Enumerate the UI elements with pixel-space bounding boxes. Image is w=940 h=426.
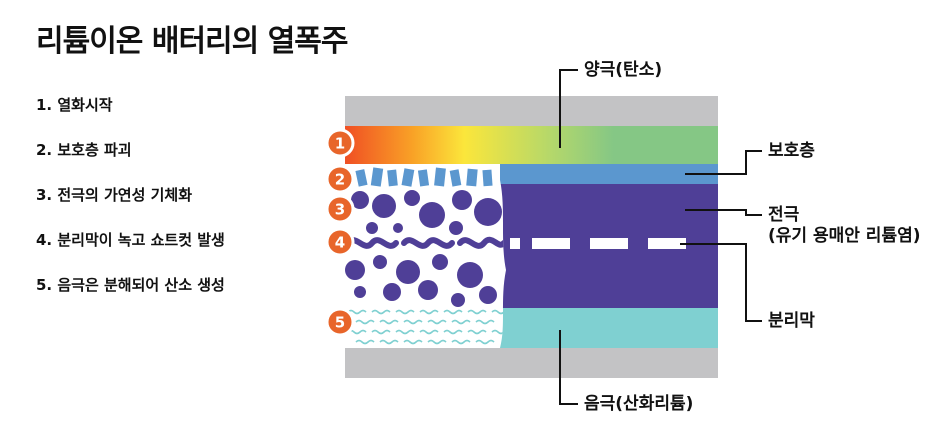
marker-5: 5: [325, 307, 355, 337]
protective-fragments: [355, 167, 493, 187]
marker-3-number: 3: [335, 201, 345, 219]
battery-casing-top: [345, 96, 718, 126]
separator-callout-line: [680, 243, 762, 322]
oxygen-squiggles: [347, 309, 505, 345]
marker-2: 2: [325, 164, 355, 194]
step-list: 1. 열화시작 2. 보호층 파괴 3. 전극의 가연성 기체화 4. 분리막이…: [36, 94, 225, 319]
step-item-1: 1. 열화시작: [36, 96, 113, 114]
marker-4-number: 4: [335, 234, 345, 252]
step-item-5: 5. 음극은 분해되어 산소 생성: [36, 276, 225, 294]
marker-1-number: 1: [335, 135, 345, 153]
anode-callout-line: [559, 69, 578, 148]
page-title: 리튬이온 배터리의 열폭주: [36, 24, 348, 59]
callout-lines: [559, 69, 762, 405]
separator-dashes: [510, 238, 686, 249]
melted-separator: [345, 236, 506, 249]
marker-2-number: 2: [335, 171, 345, 189]
battery-casing-bottom: [345, 348, 718, 378]
marker-5-number: 5: [335, 314, 345, 332]
protective-callout-line: [685, 150, 762, 175]
protective-layer: [500, 164, 718, 184]
electrode-callout-line: [685, 209, 762, 216]
marker-3: 3: [325, 194, 355, 224]
marker-4: 4: [325, 227, 355, 257]
electrode-label-line1: 전극: [768, 205, 800, 225]
cathode-label: 음극(산화리튬): [584, 394, 694, 414]
step-item-3: 3. 전극의 가연성 기체화: [36, 186, 193, 204]
anode-layer: [345, 126, 718, 164]
damaged-zone: [345, 164, 506, 348]
anode-label: 양극(탄소): [584, 60, 663, 80]
marker-1: 1: [325, 128, 355, 158]
gas-bubbles: [345, 190, 502, 307]
cathode-layer: [500, 308, 718, 348]
separator-label: 분리막: [768, 311, 815, 331]
electrode-label-line2: (유기 용매안 리튬염): [768, 226, 921, 246]
step-item-2: 2. 보호층 파괴: [36, 141, 132, 159]
protective-layer-label: 보호층: [768, 141, 815, 161]
cathode-callout-line: [559, 330, 578, 405]
step-item-4: 4. 분리막이 녹고 쇼트컷 발생: [36, 231, 225, 249]
